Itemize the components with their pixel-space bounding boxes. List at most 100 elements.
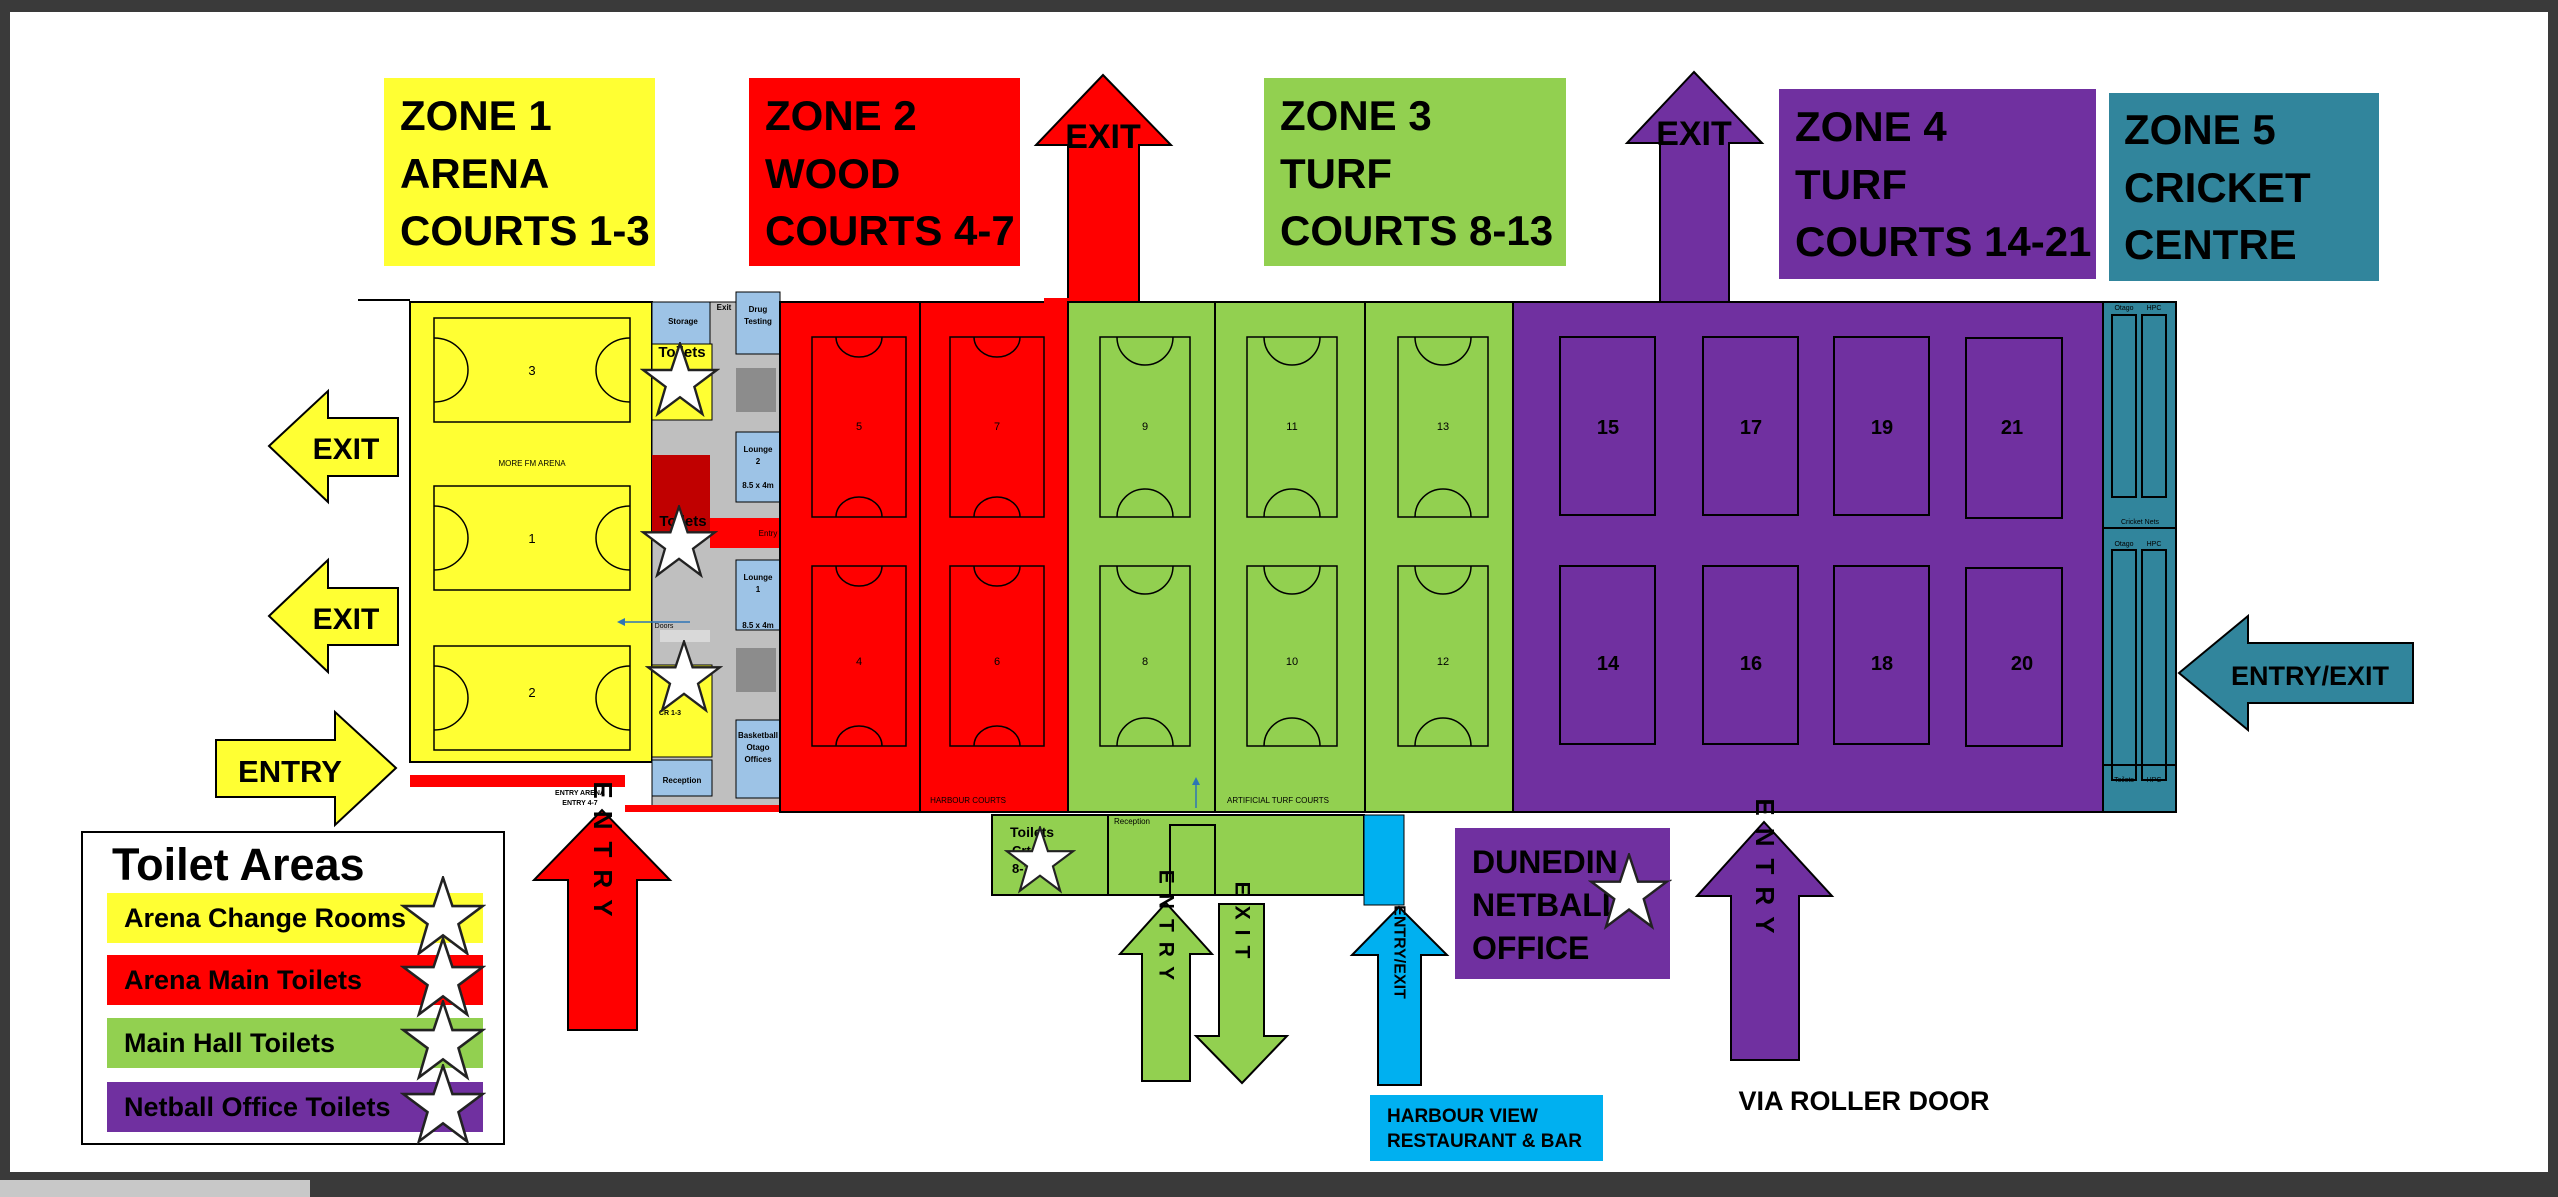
court-17-number: 17: [1740, 417, 1762, 439]
court-1: 1: [433, 485, 631, 591]
lounge-2-size: 8.5 x 4m: [742, 481, 774, 490]
storage-label: Storage: [668, 317, 698, 326]
court-21-number: 21: [2001, 417, 2023, 439]
harbour-view-restaurant: HARBOUR VIEW RESTAURANT & BAR: [1370, 1095, 1603, 1161]
exit-arrow-left-bottom: EXIT: [267, 557, 399, 675]
court-19: 19: [1833, 336, 1930, 516]
court-5: 5: [811, 336, 907, 518]
floor-plan: [358, 291, 2177, 906]
legend-title: Toilet Areas: [112, 839, 365, 890]
legend-item-label: Arena Change Rooms: [124, 903, 406, 933]
zone-1-title: ZONE 1: [400, 92, 552, 139]
court-8: 8: [1099, 565, 1191, 747]
court-16-number: 16: [1740, 653, 1762, 675]
court-13: 13: [1397, 336, 1489, 518]
court-8-number: 8: [1142, 656, 1148, 668]
roller-door-label: VIA ROLLER DOOR: [1738, 1086, 1989, 1116]
netball-office-line-2: NETBALL: [1472, 887, 1621, 923]
entry-small-label: Entry: [759, 529, 778, 538]
zone-4-name: TURF: [1795, 161, 1907, 208]
legend: Toilet Areas Arena Change Rooms Arena Ma…: [81, 831, 505, 1145]
exit-arrow-up-purple: EXIT: [1624, 70, 1765, 303]
harbour-view-line-2: RESTAURANT & BAR: [1387, 1131, 1582, 1152]
court-2-number: 2: [528, 685, 535, 700]
zone-5-centre: CENTRE: [2124, 221, 2297, 268]
doors-label: Doors: [655, 623, 674, 630]
court-11: 11: [1246, 336, 1338, 518]
entry-arrow-up-purple-text: ENTRY: [1750, 798, 1780, 945]
cricket-hpc-label: HPC: [2147, 777, 2162, 784]
exit-arrow-left-top-text: EXIT: [313, 433, 380, 466]
zone-3-label: ZONE 3 TURF COURTS 8-13: [1264, 78, 1566, 266]
court-13-number: 13: [1437, 421, 1449, 433]
zone-4-title: ZONE 4: [1795, 103, 1947, 150]
court-14: 14: [1559, 565, 1656, 745]
entry-arrow-up-purple: ENTRY: [1694, 798, 1835, 1061]
exit-arrow-up-red: EXIT: [1033, 73, 1174, 315]
exit-arrow-down-green-text: EXIT: [1231, 882, 1254, 969]
legend-item-netball-office-toilets: Netball Office Toilets: [107, 1064, 484, 1143]
entry-arrow-up-red: ENTRY: [531, 781, 673, 1031]
lounge-1-number: 1: [756, 585, 761, 594]
turf-floor: [1067, 301, 1514, 813]
entry-exit-arrow-teal-text: ENTRY/EXIT: [2231, 661, 2390, 691]
zone-2-label: ZONE 2 WOOD COURTS 4-7: [749, 78, 1020, 266]
entry-arrow-right-text: ENTRY: [238, 754, 342, 789]
wood-courts-name: HARBOUR COURTS: [930, 796, 1006, 805]
exit-arrow-up-red-text: EXIT: [1065, 118, 1141, 156]
exit-arrow-left-top: EXIT: [267, 388, 399, 505]
court-12-number: 12: [1437, 656, 1449, 668]
court-17: 17: [1702, 336, 1799, 516]
court-15: 15: [1559, 336, 1656, 516]
court-10-number: 10: [1286, 656, 1298, 668]
court-18-number: 18: [1871, 653, 1893, 675]
hpc-label-1: HPC: [2147, 305, 2162, 312]
entry-arrow-up-red-text: ENTRY: [588, 781, 618, 928]
court-5-number: 5: [856, 421, 862, 433]
exit-arrow-left-bottom-text: EXIT: [313, 603, 380, 636]
turf-courts-name: ARTIFICIAL TURF COURTS: [1227, 796, 1329, 805]
zone-4-courts: COURTS 14-21: [1795, 218, 2091, 265]
legend-item-label: Arena Main Toilets: [124, 965, 362, 995]
court-12: 12: [1397, 565, 1489, 747]
arena-floor: [409, 301, 653, 763]
basketball-otago-label-3: Offices: [744, 755, 772, 764]
cricket-nets-label: Cricket Nets: [2121, 519, 2160, 526]
court-6: 6: [949, 565, 1045, 747]
service-room-labels: Storage Exit Drug Testing Toilets Toilet…: [555, 303, 778, 807]
court-6-number: 6: [994, 656, 1000, 668]
zone4-floor: [1512, 301, 2104, 813]
court-3-number: 3: [528, 363, 535, 378]
zone-5-title: ZONE 5: [2124, 106, 2276, 153]
court-15-number: 15: [1597, 417, 1619, 439]
wood-floor: [779, 301, 1069, 813]
netball-office-line-3: OFFICE: [1472, 930, 1589, 966]
court-14-number: 14: [1597, 653, 1620, 675]
basketball-otago-label: Basketball: [738, 731, 778, 740]
turf-courts: 9 11 13 8 10 12: [1099, 336, 1489, 808]
legend-item-arena-main-toilets: Arena Main Toilets: [107, 937, 484, 1016]
entry-arena-label: ENTRY ARENA: [555, 790, 605, 797]
zone-1-label: ZONE 1 ARENA COURTS 1-3: [384, 78, 655, 266]
legend-item-main-hall-toilets: Main Hall Toilets: [107, 1000, 484, 1079]
entry-exit-arrow-cyan-text: ENTRY/EXIT: [1391, 905, 1408, 999]
court-9: 9: [1099, 336, 1191, 518]
court-9-number: 9: [1142, 421, 1148, 433]
turf-reception-label: Reception: [1114, 817, 1150, 826]
court-4-number: 4: [856, 656, 862, 668]
court-2: 2: [433, 645, 631, 751]
drug-testing-label: Drug: [749, 305, 768, 314]
harbour-view-line-1: HARBOUR VIEW: [1387, 1106, 1538, 1127]
cricket-labels: Otago HPC Cricket Nets Otago HPC Toilets…: [2114, 305, 2161, 784]
entry-exit-arrow-cyan: ENTRY/EXIT: [1349, 905, 1450, 1086]
zone-2-courts: COURTS 4-7: [765, 207, 1015, 254]
zone-4-label: ZONE 4 TURF COURTS 14-21: [1779, 89, 2096, 279]
entry-exit-arrow-teal: ENTRY/EXIT: [2177, 613, 2414, 733]
zone-2-name: WOOD: [765, 150, 900, 197]
entry-arrow-right: ENTRY: [215, 709, 398, 828]
scrollbar[interactable]: [0, 1180, 310, 1197]
lounge-2-number: 2: [756, 457, 761, 466]
lounge-2-label: Lounge: [744, 445, 773, 454]
court-10: 10: [1246, 565, 1338, 747]
